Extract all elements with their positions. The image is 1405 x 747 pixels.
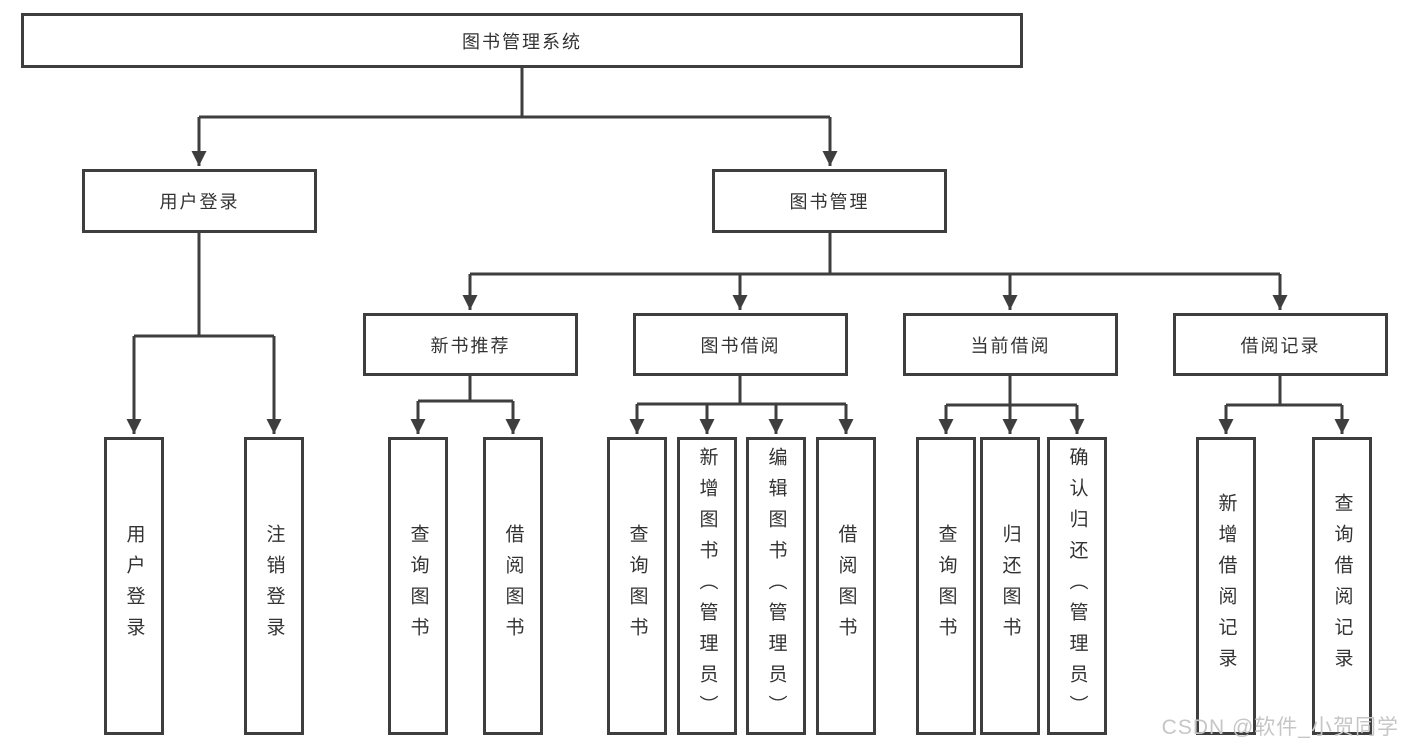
leaf-query-books-current: 查询图书 — [916, 437, 976, 735]
leaf-label: 借阅图书 — [835, 524, 857, 648]
node-new-book-recommend: 新书推荐 — [363, 313, 578, 376]
node-label: 图书管理系统 — [462, 31, 582, 52]
leaf-label: 借阅图书 — [502, 524, 524, 648]
leaf-label: 确认归还（管理员） — [1066, 446, 1088, 726]
leaf-query-books-recommend: 查询图书 — [388, 437, 448, 735]
csdn-watermark: CSDN @软件_小贺同学 — [1161, 716, 1399, 739]
node-borrowing-records: 借阅记录 — [1173, 313, 1388, 376]
node-user-login: 用户登录 — [82, 169, 317, 233]
leaf-label: 归还图书 — [999, 524, 1021, 648]
leaf-label: 查询图书 — [935, 524, 957, 648]
node-root-library-system: 图书管理系统 — [21, 13, 1023, 68]
node-label: 当前借阅 — [970, 335, 1051, 356]
leaf-label: 新增图书（管理员） — [696, 446, 718, 726]
leaf-confirm-return-admin: 确认归还（管理员） — [1047, 437, 1107, 735]
leaf-borrow-books-recommend: 借阅图书 — [483, 437, 543, 735]
node-label: 图书借阅 — [700, 335, 781, 356]
leaf-label: 查询图书 — [626, 524, 648, 648]
leaf-query-books-borrow: 查询图书 — [607, 437, 667, 735]
leaf-label: 新增借阅记录 — [1215, 493, 1237, 679]
leaf-add-books-admin: 新增图书（管理员） — [677, 437, 737, 735]
leaf-label: 用户登录 — [123, 524, 145, 648]
leaf-label: 查询图书 — [407, 524, 429, 648]
node-label: 用户登录 — [159, 192, 240, 212]
node-current-borrowing: 当前借阅 — [903, 313, 1118, 376]
node-label: 借阅记录 — [1240, 335, 1321, 356]
node-label: 图书管理 — [789, 192, 870, 212]
node-label: 新书推荐 — [430, 335, 511, 356]
leaf-label: 查询借阅记录 — [1331, 493, 1353, 679]
leaf-user-login: 用户登录 — [104, 437, 164, 735]
leaf-query-borrow-record: 查询借阅记录 — [1312, 437, 1372, 735]
node-book-borrowing: 图书借阅 — [633, 313, 848, 376]
leaf-label: 注销登录 — [263, 524, 285, 648]
leaf-edit-books-admin: 编辑图书（管理员） — [746, 437, 806, 735]
leaf-borrow-books: 借阅图书 — [816, 437, 876, 735]
leaf-logout: 注销登录 — [244, 437, 304, 735]
leaf-label: 编辑图书（管理员） — [765, 446, 787, 726]
node-book-management: 图书管理 — [712, 169, 947, 233]
leaf-return-books: 归还图书 — [980, 437, 1040, 735]
leaf-add-borrow-record: 新增借阅记录 — [1196, 437, 1256, 735]
